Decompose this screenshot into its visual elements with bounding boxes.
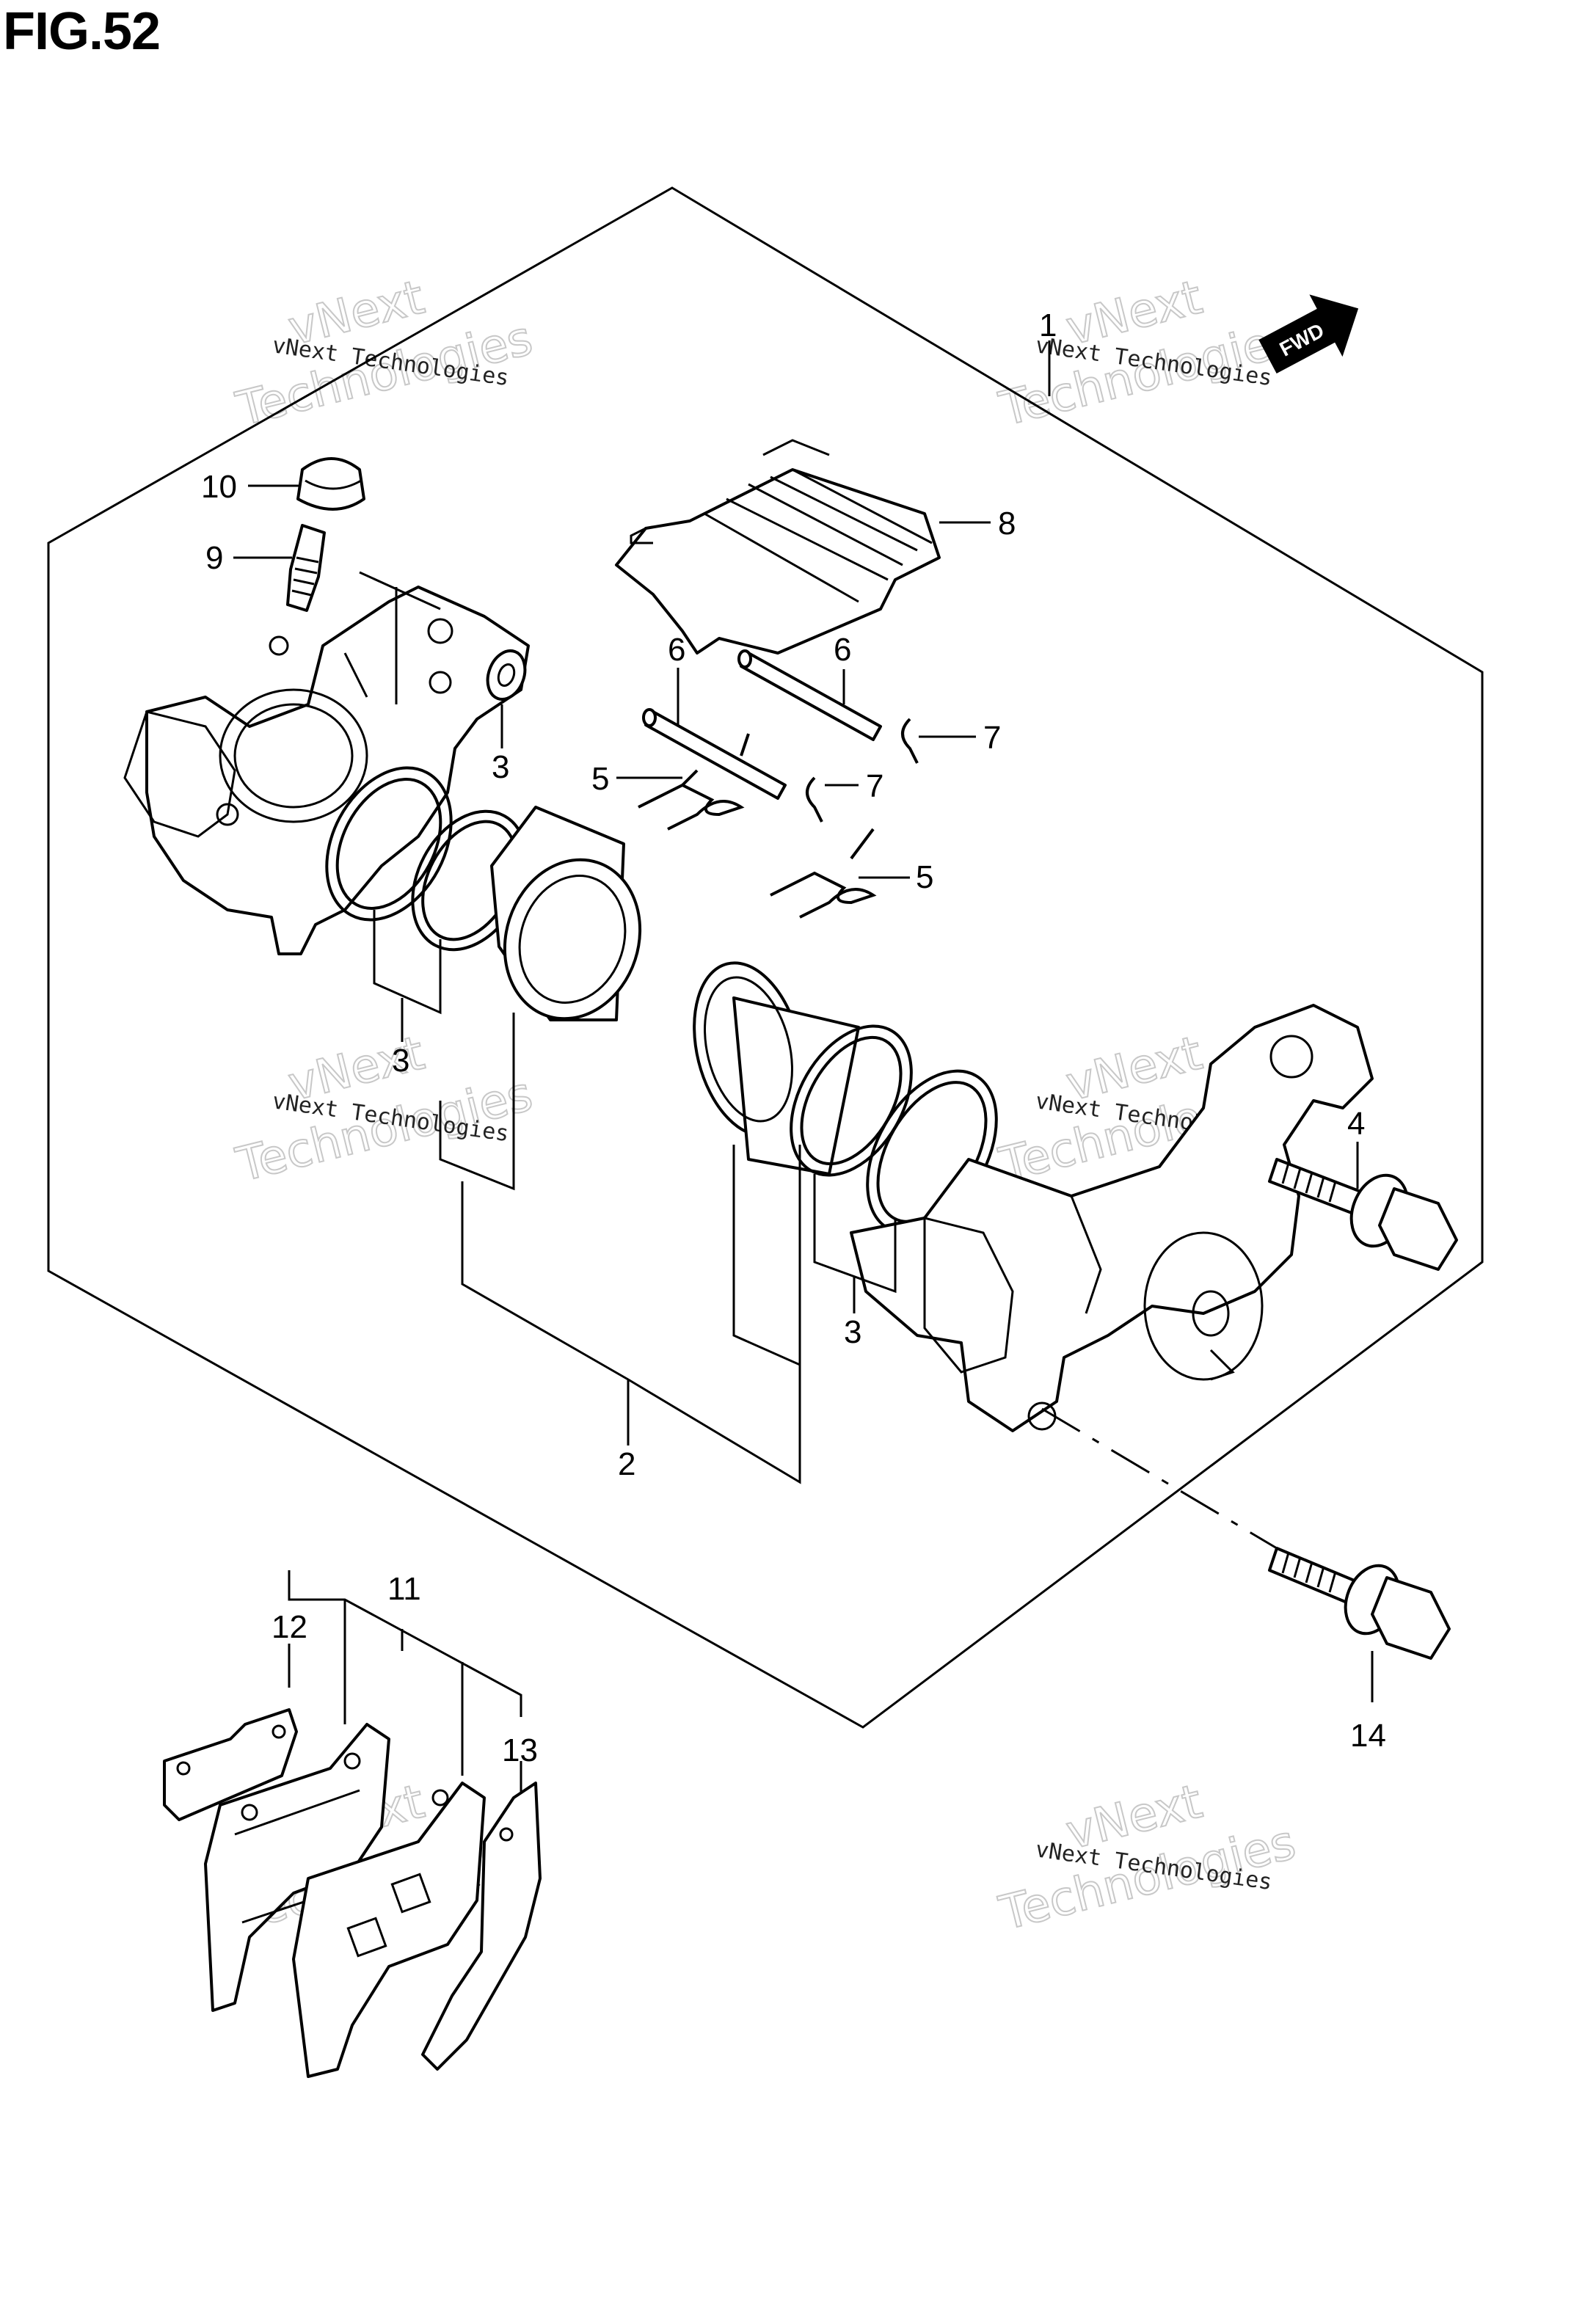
svg-text:3: 3 [492,749,509,785]
watermark-mid-left: vNext Technologies vNext Technologies [230,1025,539,1193]
callout-4: 4 [1347,1106,1365,1189]
pad-plate-part [421,1782,542,2071]
callout-5-left: 5 [591,761,682,797]
washer-part [486,649,527,701]
callout-9: 9 [205,540,292,576]
mounting-bolt-lower-part [1268,1547,1451,1660]
watermark-bottom-right: vNext Technologies vNext Technologies [994,1773,1302,1942]
callout-6-left: 6 [668,632,685,726]
svg-text:12: 12 [272,1609,307,1645]
bleeder-valve-part [286,524,326,612]
svg-text:9: 9 [205,540,223,576]
callout-1: 1 [1039,307,1057,396]
bleeder-cap-part [296,457,365,511]
mounting-bolt-upper-part [1268,1158,1458,1271]
svg-text:6: 6 [668,632,685,668]
piston-seal-left-part [325,766,453,922]
callout-5-right: 5 [859,859,933,895]
svg-text:5: 5 [916,859,933,895]
caliper-half-left-part [123,571,530,955]
svg-text:13: 13 [502,1732,538,1768]
pad-retainer-spring-left-part [638,733,750,831]
svg-text:4: 4 [1347,1106,1365,1142]
callout-11: 11 [288,1570,522,1776]
pad-shim-part [163,1708,298,1821]
svg-text:8: 8 [998,506,1016,542]
callout-8: 8 [939,506,1016,542]
brake-pad-right-part [292,1782,486,2078]
callout-10: 10 [201,469,299,505]
svg-text:7: 7 [983,720,1001,756]
callout-12: 12 [272,1609,307,1688]
assembly-boundary [47,186,1484,1729]
svg-text:2: 2 [618,1446,635,1482]
svg-text:6: 6 [834,632,851,668]
callout-6-right: 6 [834,632,851,704]
piston-left-part [490,806,642,1021]
svg-text:5: 5 [591,761,609,797]
bolt-axis-dashed-line [1041,1407,1278,1550]
watermark-top-right: vNext Technologies vNext Technologies [994,269,1302,437]
pin-clip-lower-part [806,776,823,823]
piston-right-part [693,961,860,1175]
callout-2: 2 [461,1145,801,1484]
pad-retainer-spring-right-part [770,828,877,919]
pad-pin-left-part [642,708,787,800]
svg-text:1: 1 [1039,307,1057,343]
left-bracket-line [439,1013,515,1191]
callout-3-washer: 3 [492,704,509,785]
svg-text:14: 14 [1350,1718,1386,1754]
callout-3-left-seals: 3 [373,910,442,1079]
svg-text:11: 11 [387,1571,421,1607]
pin-clip-upper-part [901,718,919,764]
callout-3-right-seals: 3 [813,1174,897,1350]
caliper-half-right-part [850,1004,1374,1432]
svg-text:3: 3 [844,1314,861,1350]
svg-text:7: 7 [866,768,883,804]
pad-spring-part [615,439,941,655]
figure-title: FIG.52 [3,2,161,61]
svg-text:10: 10 [201,469,237,505]
callout-7-lower: 7 [825,768,883,804]
callout-14: 14 [1350,1651,1386,1754]
callout-7-upper: 7 [919,720,1001,756]
callout-13: 13 [502,1732,538,1812]
svg-text:3: 3 [392,1043,409,1079]
pad-pin-right-part [737,649,882,741]
